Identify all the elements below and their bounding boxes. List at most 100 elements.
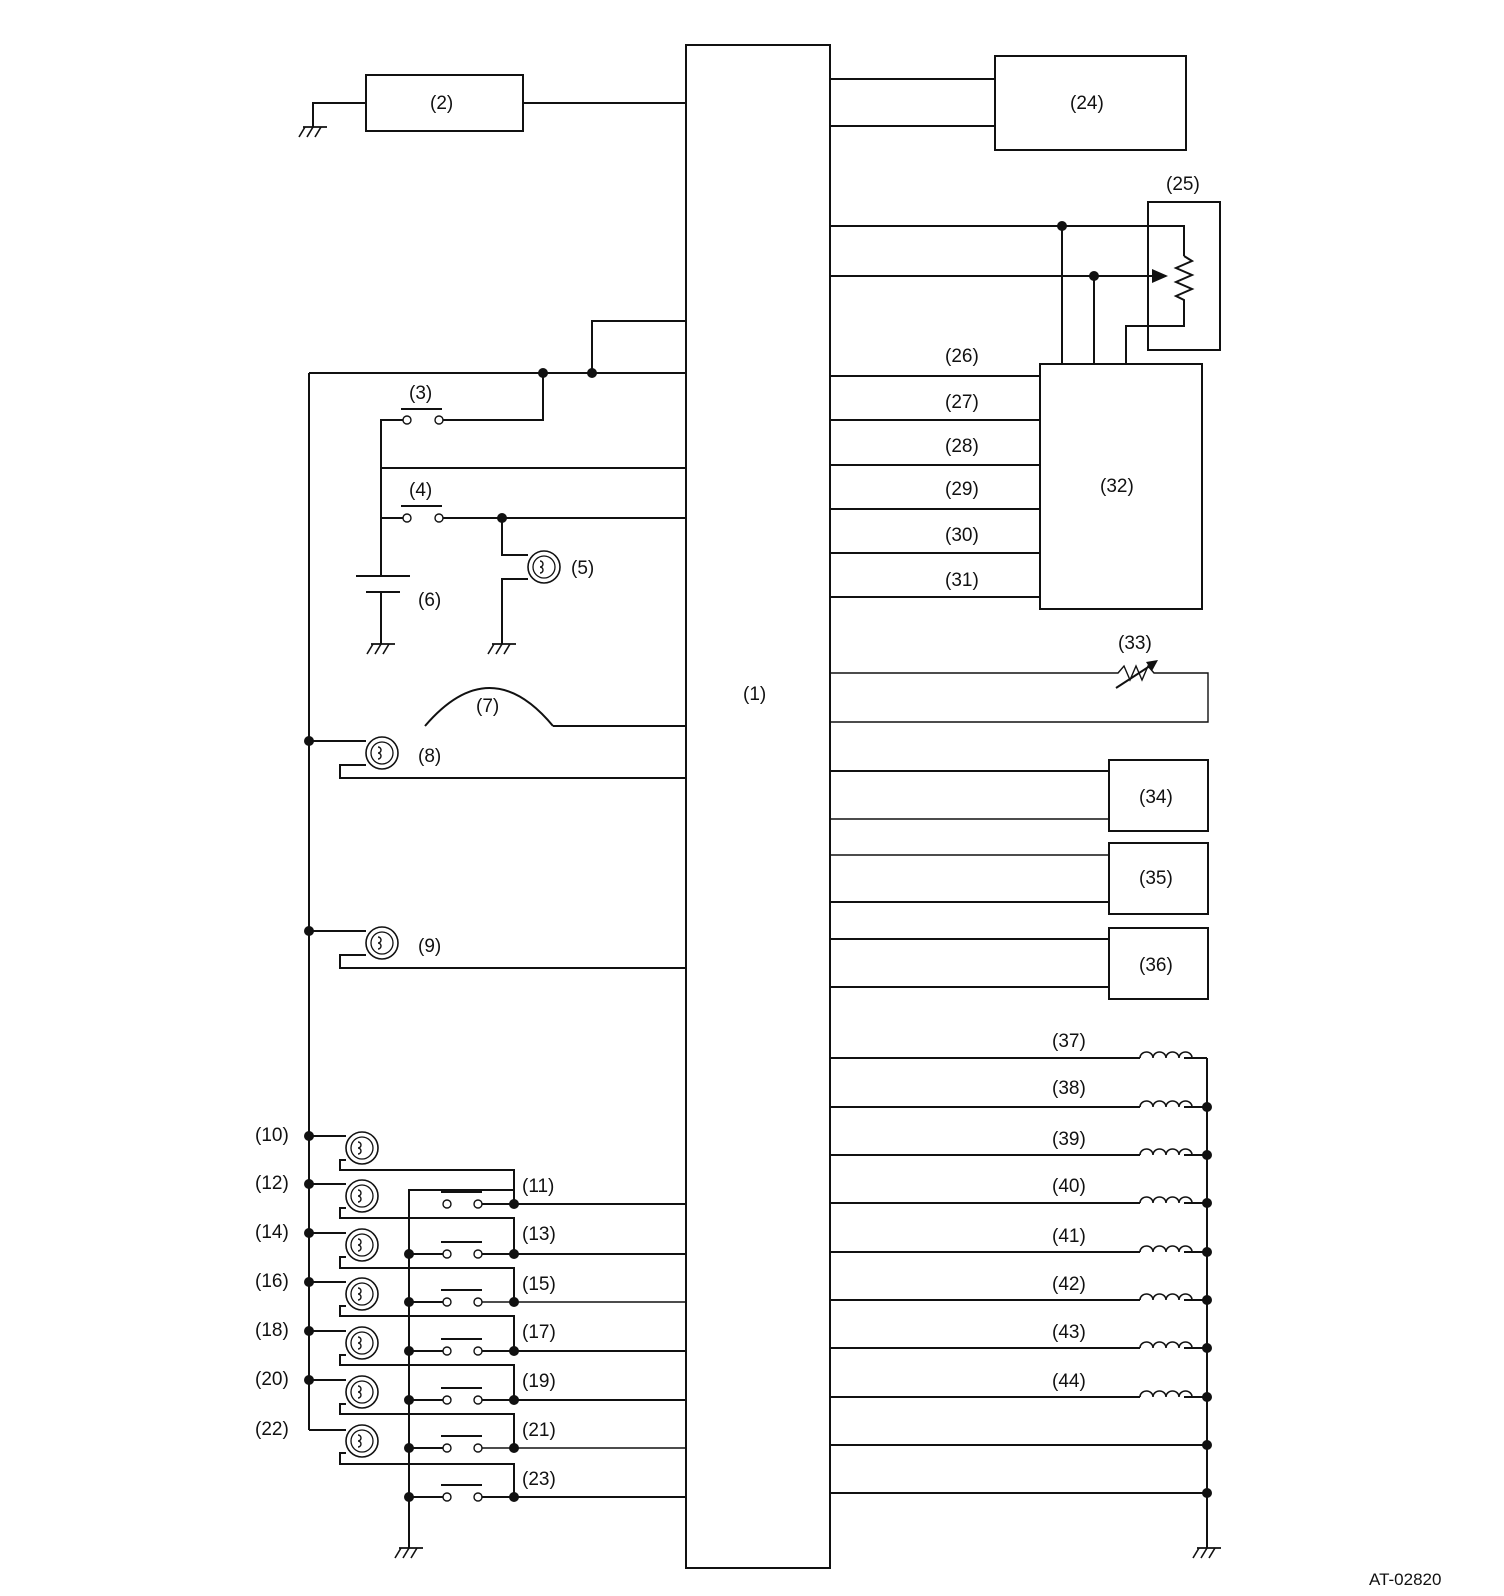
- component-35-box: [1108, 842, 1209, 915]
- switch-icon: [473, 1492, 483, 1502]
- junction-dot: [587, 368, 597, 378]
- label-c18: (18): [255, 1320, 289, 1341]
- label-c37: (37): [1052, 1031, 1086, 1052]
- label-c36: (36): [1139, 955, 1173, 976]
- wire-switch-3: [439, 373, 544, 421]
- switch-icon: [473, 1249, 483, 1259]
- lamp-icon: [345, 1424, 379, 1458]
- switch-icon: [442, 1443, 452, 1453]
- switch-icon: [442, 1492, 452, 1502]
- switch-icon: [442, 1346, 452, 1356]
- label-c14: (14): [255, 1222, 289, 1243]
- lamp-icon: [345, 1375, 379, 1409]
- solenoid-row: [830, 1051, 1207, 1059]
- solenoid-row: [830, 1100, 1212, 1112]
- component-36-box: [1108, 927, 1209, 1000]
- wiper-arrow-icon: [1152, 269, 1168, 283]
- buzzer-shape: [424, 687, 554, 727]
- ground-return-row: [830, 1488, 1212, 1498]
- switch-icon: [442, 1395, 452, 1405]
- switch-icon: [434, 415, 444, 425]
- thermistor-arrow-head: [1146, 660, 1158, 671]
- label-c34: (34): [1139, 787, 1173, 808]
- lamp-icon: [345, 1131, 379, 1165]
- label-c20: (20): [255, 1369, 289, 1390]
- label-c21: (21): [522, 1420, 556, 1441]
- switch-icon: [473, 1443, 483, 1453]
- switch-icon: [434, 513, 444, 523]
- switch-icon: [473, 1346, 483, 1356]
- ground-symbol-icon: [366, 643, 396, 655]
- label-c41: (41): [1052, 1226, 1086, 1247]
- label-c26: (26): [945, 346, 979, 367]
- label-c16: (16): [255, 1271, 289, 1292]
- solenoid-row: [830, 1341, 1212, 1353]
- potentiometer-icon: [1125, 255, 1195, 372]
- switch-icon: [402, 415, 412, 425]
- component-32-box: [1039, 363, 1203, 610]
- switch-icon: [442, 1249, 452, 1259]
- label-c5: (5): [571, 558, 594, 579]
- label-c8: (8): [418, 746, 441, 767]
- label-c3: (3): [409, 383, 432, 404]
- wire-25-top: [830, 225, 1185, 256]
- label-c31: (31): [945, 570, 979, 591]
- lamp-icon: [345, 1228, 379, 1262]
- label-c1: (1): [743, 684, 766, 705]
- label-c6: (6): [418, 590, 441, 611]
- label-c13: (13): [522, 1224, 556, 1245]
- lamp-icon: [365, 736, 399, 770]
- switch-icon: [402, 513, 412, 523]
- variable-resistor-icon: [830, 664, 1209, 723]
- label-c38: (38): [1052, 1078, 1086, 1099]
- figure-id: AT-02820: [1369, 1570, 1441, 1589]
- ground-symbol-icon: [298, 126, 328, 138]
- lamp-icon: [345, 1326, 379, 1360]
- wire-switch-3-battery: [380, 419, 403, 576]
- wire-2-ground: [312, 102, 366, 127]
- solenoid-row: [830, 1148, 1212, 1160]
- control-unit-box: [685, 44, 831, 1569]
- component-24-box: [994, 55, 1187, 151]
- switch-icon: [442, 1199, 452, 1209]
- label-c9: (9): [418, 936, 441, 957]
- label-c39: (39): [1052, 1129, 1086, 1150]
- label-c22: (22): [255, 1419, 289, 1440]
- lamp-icon: [365, 926, 399, 960]
- label-c12: (12): [255, 1173, 289, 1194]
- label-c19: (19): [522, 1371, 556, 1392]
- label-c30: (30): [945, 525, 979, 546]
- wire-lamp-5-top: [501, 518, 528, 556]
- switch-icon: [442, 1297, 452, 1307]
- label-c28: (28): [945, 436, 979, 457]
- component-34-box: [1108, 759, 1209, 832]
- label-c44: (44): [1052, 1371, 1086, 1392]
- wire-power-branch: [591, 320, 686, 373]
- label-c2: (2): [430, 93, 453, 114]
- solenoid-row: [830, 1293, 1212, 1305]
- wire-lamp-8-to-1: [339, 764, 686, 779]
- solenoid-row: [830, 1245, 1212, 1257]
- label-c33: (33): [1118, 633, 1152, 654]
- label-c27: (27): [945, 392, 979, 413]
- lamp-switch-ladder: [304, 1131, 686, 1559]
- label-c17: (17): [522, 1322, 556, 1343]
- lamp-icon: [345, 1179, 379, 1213]
- solenoid-row: [830, 1196, 1212, 1208]
- label-c42: (42): [1052, 1274, 1086, 1295]
- label-c24: (24): [1070, 93, 1104, 114]
- wire-lamp-9-to-1: [339, 954, 686, 969]
- label-c35: (35): [1139, 868, 1173, 889]
- label-c29: (29): [945, 479, 979, 500]
- label-c7: (7): [476, 696, 499, 717]
- label-c40: (40): [1052, 1176, 1086, 1197]
- label-c43: (43): [1052, 1322, 1086, 1343]
- ground-symbol-icon: [487, 643, 517, 655]
- label-c11: (11): [522, 1176, 554, 1197]
- wire-lamp-5-ground: [501, 578, 528, 644]
- label-c15: (15): [522, 1274, 556, 1295]
- label-c32: (32): [1100, 476, 1134, 497]
- switch-icon: [473, 1297, 483, 1307]
- ground-symbol-icon: [394, 1547, 424, 1559]
